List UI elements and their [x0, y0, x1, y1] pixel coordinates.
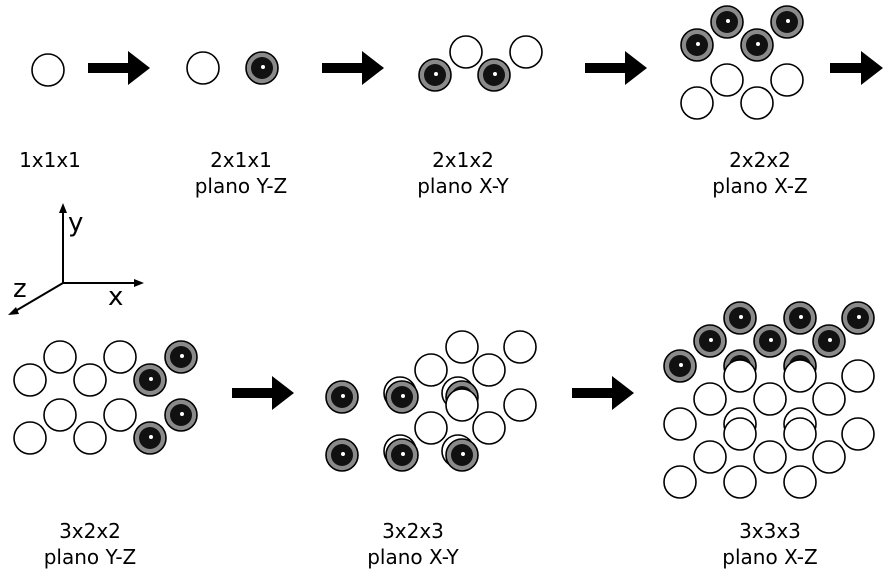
new-atom-sphere	[164, 398, 198, 432]
arrow-icon	[572, 376, 634, 410]
atom-sphere	[753, 440, 787, 474]
atom-sphere	[753, 382, 787, 416]
stage-plane: plano Y-Z	[43, 545, 137, 569]
atom-sphere	[503, 330, 537, 364]
axis-x-label: x	[108, 282, 124, 312]
stage-label-1: 1x1x1	[0, 147, 120, 173]
atom-sphere	[663, 465, 697, 499]
atom-sphere	[472, 411, 506, 445]
stage-plane: plano Y-Z	[194, 174, 288, 198]
atom-sphere	[841, 417, 875, 451]
atom-sphere	[13, 421, 47, 455]
atom-sphere	[812, 440, 846, 474]
atom-sphere	[693, 382, 727, 416]
atom-sphere	[449, 35, 483, 69]
atom-sphere	[710, 63, 744, 97]
new-atom-sphere	[693, 324, 727, 358]
stage-plane: plano X-Z	[722, 545, 818, 569]
new-atom-sphere	[710, 5, 744, 39]
stage-dims: 2x1x2	[432, 148, 494, 172]
atom-sphere	[783, 359, 817, 393]
atom-sphere	[723, 465, 757, 499]
atom-sphere	[783, 417, 817, 451]
new-atom-sphere	[723, 301, 757, 335]
new-atom-sphere	[133, 363, 167, 397]
new-atom-sphere	[841, 301, 875, 335]
stage-dims: 2x1x1	[210, 148, 272, 172]
new-atom-sphere	[812, 324, 846, 358]
arrow-icon	[322, 51, 384, 85]
arrow-icon	[88, 51, 150, 85]
arrow-icon	[585, 51, 647, 85]
atom-sphere	[509, 35, 543, 69]
atom-sphere	[472, 353, 506, 387]
atom-sphere	[723, 359, 757, 393]
stage-dims: 3x2x2	[59, 519, 121, 543]
stage-dims: 3x2x3	[382, 519, 444, 543]
atom-sphere	[103, 340, 137, 374]
arrow-icon	[232, 376, 294, 410]
stage-plane: plano X-Y	[417, 174, 509, 198]
stage-label-3: 2x1x2 plano X-Y	[393, 147, 533, 199]
atom-sphere	[693, 440, 727, 474]
new-atom-sphere	[418, 58, 452, 92]
new-atom-sphere	[385, 438, 419, 472]
atom-sphere	[31, 53, 65, 87]
stage-plane: plano X-Y	[367, 545, 459, 569]
new-atom-sphere	[663, 349, 697, 383]
atom-sphere	[43, 398, 77, 432]
new-atom-sphere	[325, 438, 359, 472]
stage-dims: 2x2x2	[729, 148, 791, 172]
atom-sphere	[740, 86, 774, 120]
new-atom-sphere	[740, 28, 774, 62]
stage-label-7: 3x3x3 plano X-Z	[700, 518, 840, 570]
stage-label-2: 2x1x1 plano Y-Z	[171, 147, 311, 199]
atom-sphere	[445, 330, 479, 364]
atom-sphere	[43, 340, 77, 374]
new-atom-sphere	[133, 421, 167, 455]
new-atom-sphere	[477, 58, 511, 92]
stage-dims: 3x3x3	[739, 519, 801, 543]
atom-sphere	[186, 51, 220, 85]
arrow-icon	[830, 51, 883, 85]
atom-sphere	[414, 353, 448, 387]
new-atom-sphere	[445, 438, 479, 472]
atom-sphere	[812, 382, 846, 416]
new-atom-sphere	[783, 301, 817, 335]
atom-sphere	[663, 407, 697, 441]
axis-y-label: y	[68, 208, 84, 238]
axes-glyph	[8, 203, 144, 315]
atom-sphere	[73, 421, 107, 455]
atom-sphere	[770, 63, 804, 97]
axis-z-label: z	[13, 274, 27, 304]
stage-label-4: 2x2x2 plano X-Z	[690, 147, 830, 199]
atom-sphere	[445, 388, 479, 422]
new-atom-sphere	[753, 324, 787, 358]
stage-dims: 1x1x1	[19, 148, 81, 172]
new-atom-sphere	[164, 340, 198, 374]
atom-sphere	[103, 398, 137, 432]
atom-sphere	[503, 388, 537, 422]
atom-sphere	[414, 411, 448, 445]
new-atom-sphere	[325, 380, 359, 414]
new-atom-sphere	[245, 51, 279, 85]
new-atom-sphere	[385, 380, 419, 414]
stage-plane: plano X-Z	[712, 174, 808, 198]
stage-label-6: 3x2x3 plano X-Y	[343, 518, 483, 570]
atom-sphere	[680, 86, 714, 120]
atom-sphere	[783, 465, 817, 499]
atom-sphere	[73, 363, 107, 397]
new-atom-sphere	[680, 28, 714, 62]
atom-sphere	[13, 363, 47, 397]
stage-label-5: 3x2x2 plano Y-Z	[20, 518, 160, 570]
atom-sphere	[723, 417, 757, 451]
new-atom-sphere	[770, 5, 804, 39]
atom-sphere	[841, 359, 875, 393]
